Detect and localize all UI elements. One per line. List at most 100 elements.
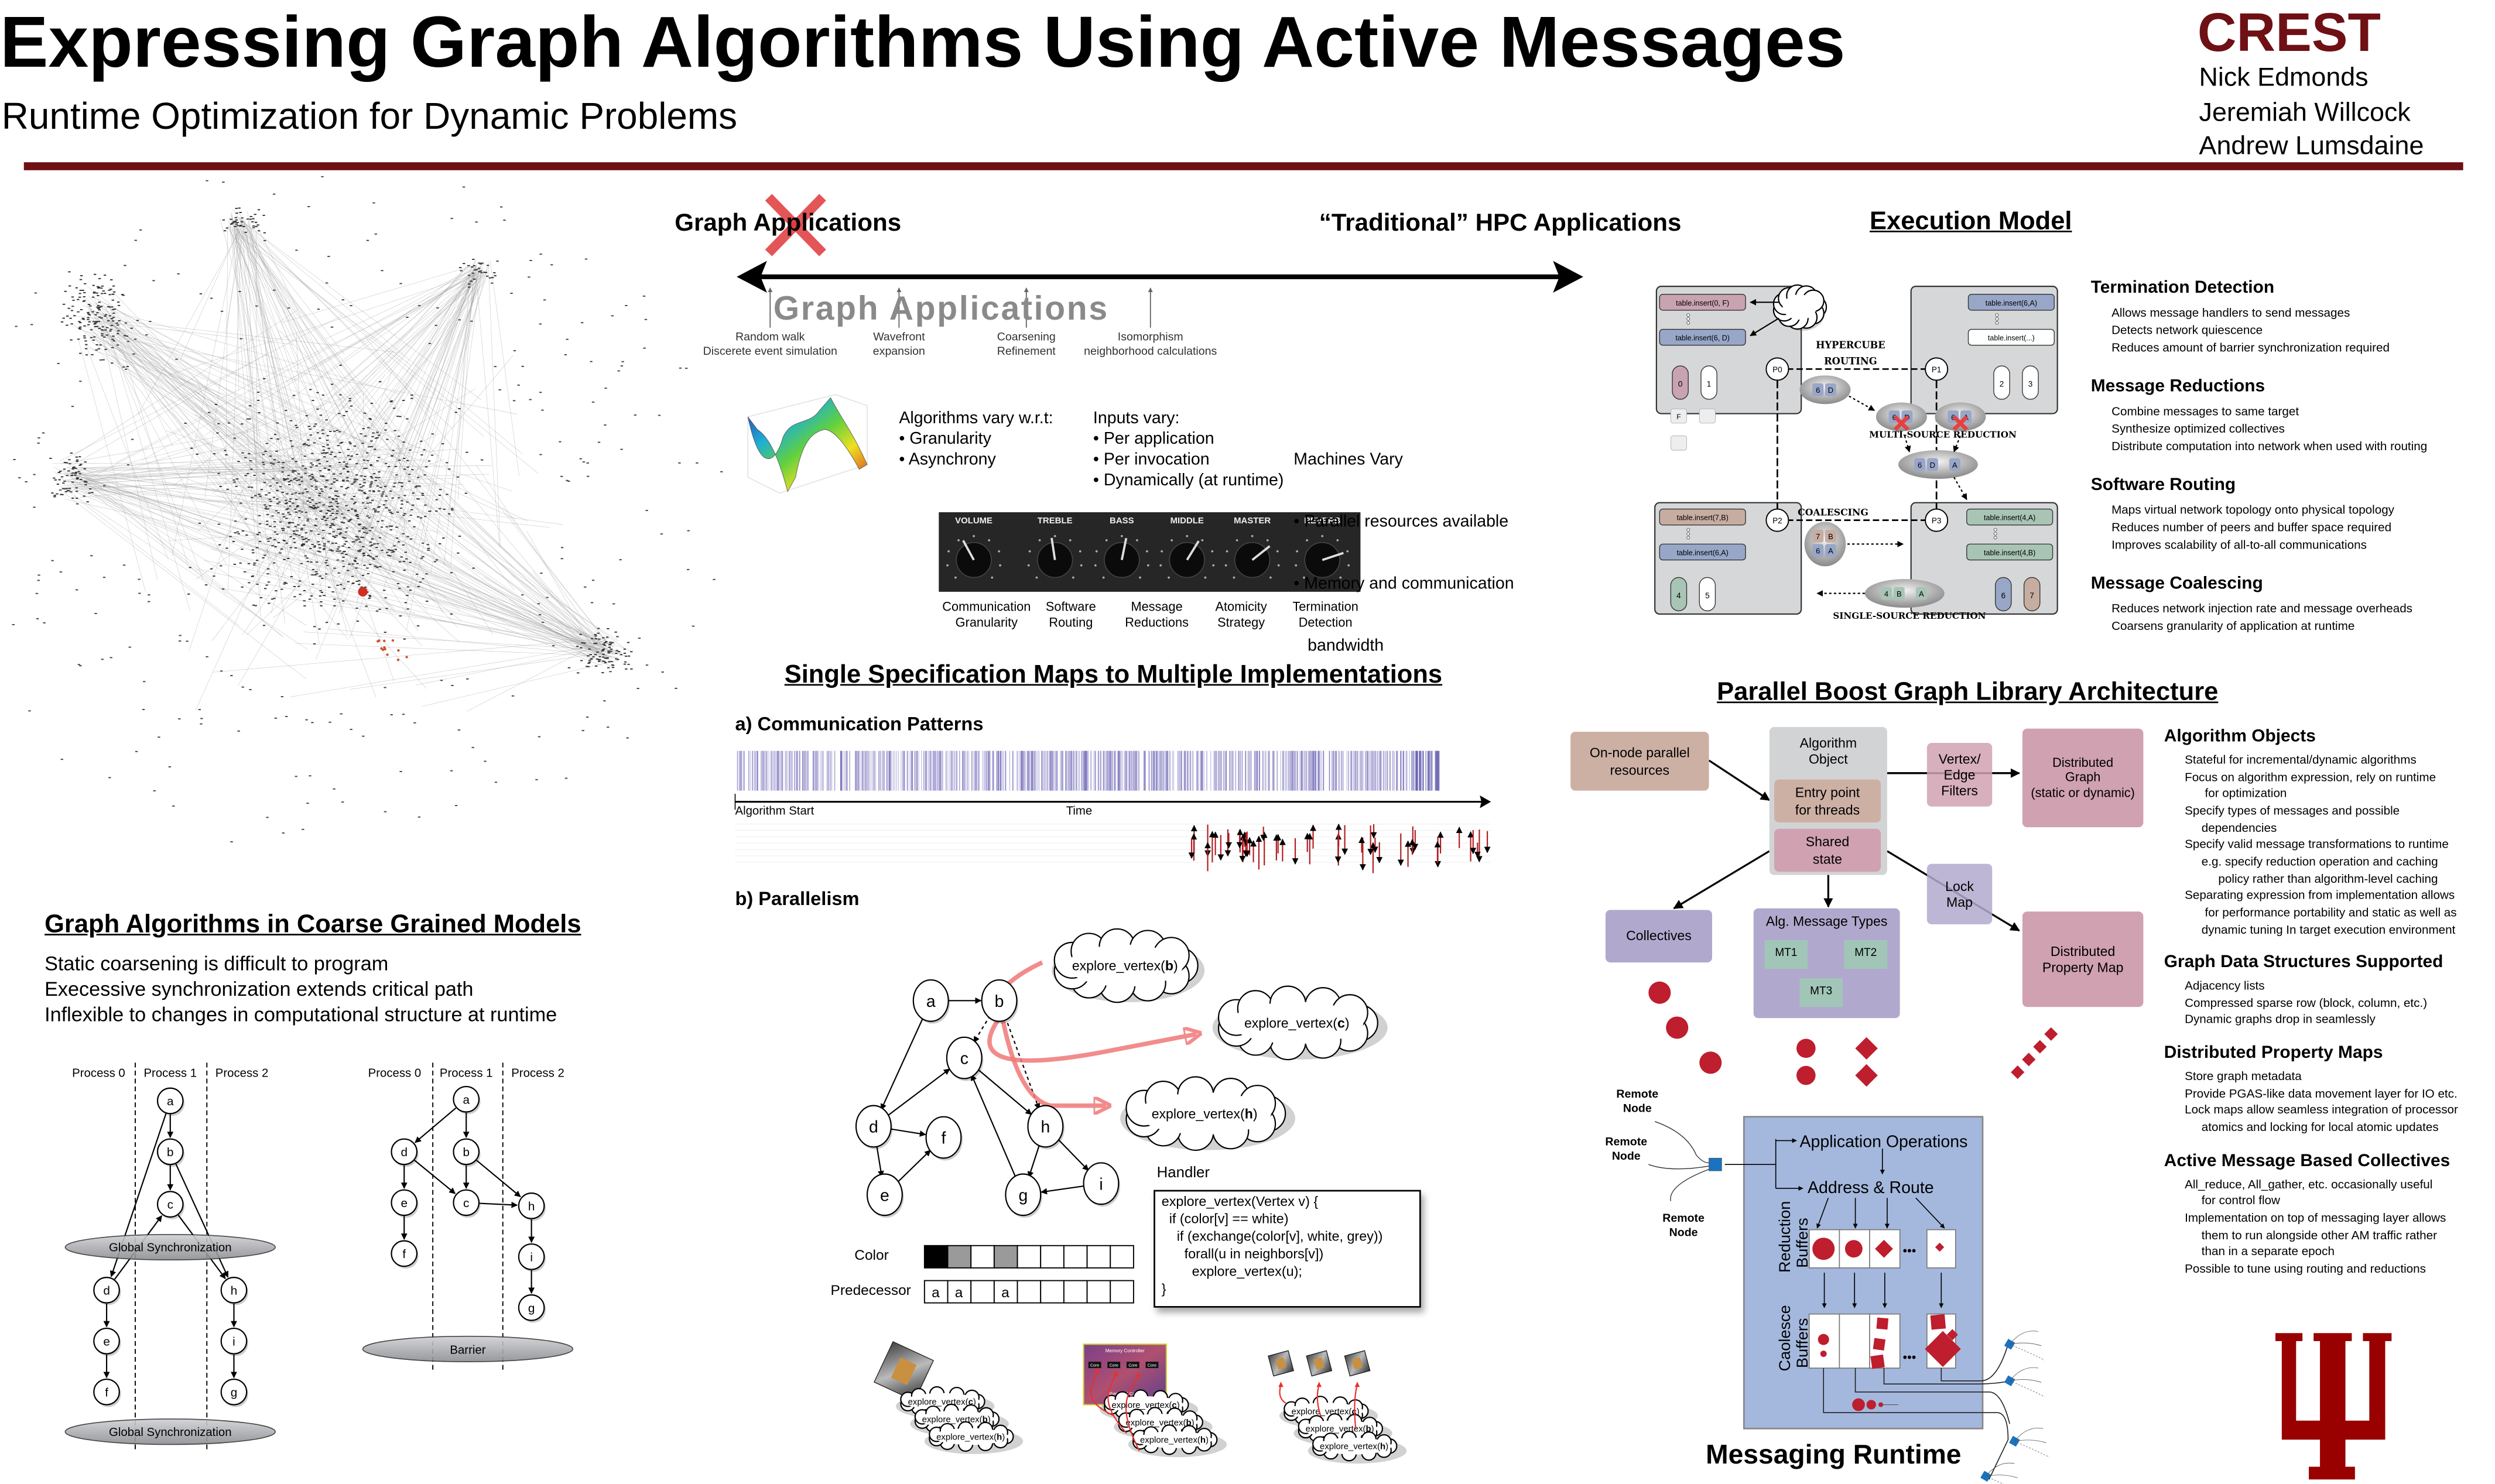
- network-vertex: [54, 479, 57, 481]
- network-vertex: [289, 522, 292, 523]
- network-vertex: [332, 536, 335, 537]
- network-edge: [249, 441, 337, 455]
- node-circle: [220, 1328, 248, 1355]
- network-vertex: [92, 285, 95, 286]
- network-vertex: [303, 525, 306, 526]
- network-vertex: [541, 409, 544, 411]
- network-vertex: [328, 496, 331, 498]
- network-vertex: [359, 549, 362, 551]
- network-vertex: [291, 493, 294, 495]
- network-vertex: [605, 657, 609, 659]
- network-vertex: [78, 456, 81, 458]
- network-vertex: [312, 477, 315, 479]
- network-vertex: [189, 567, 191, 568]
- network-vertex: [510, 293, 513, 294]
- strikeout-x-icon: [765, 194, 826, 256]
- network-vertex: [521, 594, 524, 596]
- knob-icon: [1304, 541, 1340, 578]
- network-vertex: [76, 461, 78, 462]
- network-vertex: [33, 474, 36, 475]
- network-vertex: [368, 490, 371, 492]
- route-arrow: [1915, 1197, 1945, 1229]
- network-edge: [325, 508, 598, 655]
- network-edge: [66, 485, 226, 553]
- network-vertex: [111, 320, 115, 322]
- network-vertex: [385, 507, 388, 509]
- network-vertex: [275, 510, 278, 512]
- network-vertex: [109, 328, 112, 330]
- network-vertex: [332, 531, 335, 533]
- network-vertex: [110, 318, 114, 320]
- network-vertex: [503, 220, 506, 221]
- network-vertex: [376, 460, 379, 462]
- network-vertex: [371, 477, 374, 479]
- network-vertex: [457, 552, 460, 554]
- network-vertex: [326, 435, 329, 437]
- network-vertex: [395, 474, 398, 476]
- network-vertex: [258, 230, 261, 232]
- pbgl-section-item: for optimization: [2185, 786, 2287, 801]
- pbgl-section-item: Compressed sparse row (block, column, et…: [2185, 995, 2428, 1010]
- knob-tick: [1295, 564, 1298, 567]
- network-vertex: [366, 567, 369, 569]
- network-vertex: [345, 467, 349, 468]
- knob-tick: [1277, 564, 1280, 567]
- network-edge: [338, 268, 477, 577]
- network-edge: [273, 510, 412, 618]
- network-edge: [142, 272, 486, 461]
- network-vertex: [580, 660, 583, 662]
- network-vertex: [314, 525, 318, 527]
- network-vertex: [601, 649, 605, 651]
- machines-vary-column: Machines Vary • Parallel resources avail…: [1293, 409, 1514, 698]
- network-edge: [467, 637, 610, 712]
- table-insert-label: table.insert(4,A): [1984, 514, 2035, 522]
- network-wire: [2014, 1428, 2044, 1442]
- network-vertex: [351, 498, 354, 500]
- knob-tick: [1094, 564, 1097, 567]
- network-vertex: [401, 500, 403, 502]
- network-vertex: [329, 454, 333, 455]
- network-vertex: [349, 443, 352, 444]
- network-vertex: [567, 667, 571, 669]
- communication-pattern-bars: [734, 750, 1491, 810]
- coarse-point: Static coarsening is difficult to progra…: [45, 952, 389, 975]
- network-vertex: [450, 218, 453, 220]
- traditional-hpc-label: “Traditional” HPC Applications: [1319, 210, 1682, 237]
- network-vertex: [585, 666, 588, 667]
- network-vertex: [126, 341, 130, 342]
- network-vertex: [98, 277, 101, 279]
- handler-code-box: explore_vertex(Vertex v) { if (color[v] …: [1154, 1190, 1421, 1308]
- network-edge: [81, 488, 344, 513]
- network-vertex: [333, 478, 336, 479]
- network-vertex: [76, 503, 79, 505]
- network-vertex: [235, 213, 238, 214]
- network-edge: [247, 211, 320, 644]
- network-vertex: [607, 652, 611, 653]
- network-vertex: [73, 466, 76, 468]
- network-vertex: [266, 568, 270, 570]
- execution-model-diagram: table.insert(0, F)table.insert(6, D)tabl…: [1654, 284, 2058, 621]
- process-label: Process 0: [368, 1067, 422, 1080]
- network-vertex: [347, 448, 350, 450]
- algorithms-vary-column: Algorithms vary w.r.t: • Granularity • A…: [899, 409, 1053, 471]
- knob-tick: [1186, 534, 1189, 537]
- message-diamond: [1925, 1331, 1961, 1368]
- network-vertex: [403, 638, 406, 640]
- cloud-fill: [1230, 1002, 1364, 1044]
- network-vertex: [590, 361, 593, 362]
- knob-icon: [1169, 541, 1205, 578]
- graph-edge: [977, 1068, 1032, 1115]
- network-edge: [233, 220, 288, 563]
- remote-node-label: Remote: [1605, 1136, 1647, 1149]
- color-cell: [947, 1245, 972, 1269]
- lock-map-box: Lock Map: [1926, 863, 1993, 924]
- network-vertex: [66, 488, 69, 489]
- network-vertex: [546, 597, 549, 598]
- network-vertex: [354, 561, 357, 563]
- network-vertex: [248, 418, 251, 420]
- network-vertex: [102, 577, 106, 578]
- pbgl-section-item: Store graph metadata: [2185, 1069, 2302, 1084]
- node-label: a: [926, 992, 936, 1011]
- network-vertex: [37, 574, 40, 576]
- network-vertex: [372, 508, 375, 510]
